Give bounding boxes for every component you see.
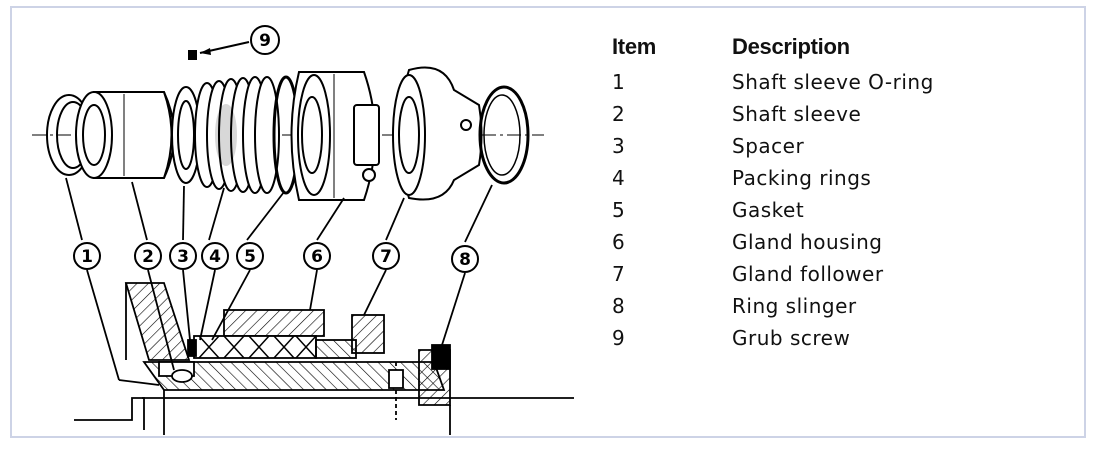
- exploded-view-drawing: 1 2 3 4 5 6 7 8 9: [32, 25, 574, 435]
- item-description: Packing rings: [732, 166, 872, 190]
- item-number: 9: [612, 326, 626, 350]
- header-item: Item: [612, 34, 657, 59]
- section-leader-lines: [86, 269, 466, 386]
- item-description: Spacer: [732, 134, 805, 158]
- packing-rings: [194, 76, 280, 194]
- svg-text:9: 9: [259, 31, 271, 51]
- legend-header-row: Item Description: [612, 34, 934, 66]
- header-description: Description: [732, 34, 850, 59]
- legend-row: 8 Ring slinger: [612, 290, 934, 322]
- callout-8: 8: [451, 245, 479, 273]
- item-number: 5: [612, 198, 626, 222]
- callout-1: 1: [73, 242, 101, 270]
- item-description: Gland housing: [732, 230, 883, 254]
- grub-screw: [188, 50, 197, 60]
- sectional-view: [74, 282, 574, 435]
- callout-6: 6: [303, 242, 331, 270]
- svg-text:4: 4: [209, 247, 221, 267]
- legend-row: 3 Spacer: [612, 130, 934, 162]
- callout-5: 5: [236, 242, 264, 270]
- item-description: Shaft sleeve O-ring: [732, 70, 934, 94]
- item-description: Gasket: [732, 198, 805, 222]
- svg-text:8: 8: [459, 250, 471, 270]
- legend-row: 9 Grub screw: [612, 322, 934, 354]
- item-number: 3: [612, 134, 626, 158]
- legend-row: 4 Packing rings: [612, 162, 934, 194]
- item-number: 6: [612, 230, 626, 254]
- svg-text:3: 3: [177, 247, 189, 267]
- callout-3: 3: [169, 242, 197, 270]
- callout-9: 9: [250, 25, 280, 55]
- callout-markers: 1 2 3 4 5 6 7 8 9: [73, 25, 479, 273]
- callout-7: 7: [372, 242, 400, 270]
- item-number: 4: [612, 166, 626, 190]
- leader-lines: [65, 177, 493, 243]
- callout-2: 2: [134, 242, 162, 270]
- ring-slinger: [478, 85, 530, 185]
- svg-text:6: 6: [311, 247, 323, 267]
- legend-row: 6 Gland housing: [612, 226, 934, 258]
- spacer: [171, 86, 201, 184]
- legend-row: 2 Shaft sleeve: [612, 98, 934, 130]
- gland-housing: [290, 71, 380, 201]
- svg-text:1: 1: [81, 247, 93, 267]
- item-number: 7: [612, 262, 626, 286]
- item-number: 1: [612, 70, 626, 94]
- svg-text:5: 5: [244, 247, 256, 267]
- shaft-sleeve: [75, 91, 175, 179]
- legend-row: 5 Gasket: [612, 194, 934, 226]
- item-description: Ring slinger: [732, 294, 857, 318]
- svg-text:7: 7: [380, 247, 392, 267]
- callout-4: 4: [201, 242, 229, 270]
- item-number: 2: [612, 102, 626, 126]
- legend-row: 1 Shaft sleeve O-ring: [612, 66, 934, 98]
- item-number: 8: [612, 294, 626, 318]
- legend-row: 7 Gland follower: [612, 258, 934, 290]
- svg-text:2: 2: [142, 247, 154, 267]
- item-description: Shaft sleeve: [732, 102, 862, 126]
- item-description: Gland follower: [732, 262, 884, 286]
- gland-follower: [392, 66, 483, 201]
- item-description: Grub screw: [732, 326, 851, 350]
